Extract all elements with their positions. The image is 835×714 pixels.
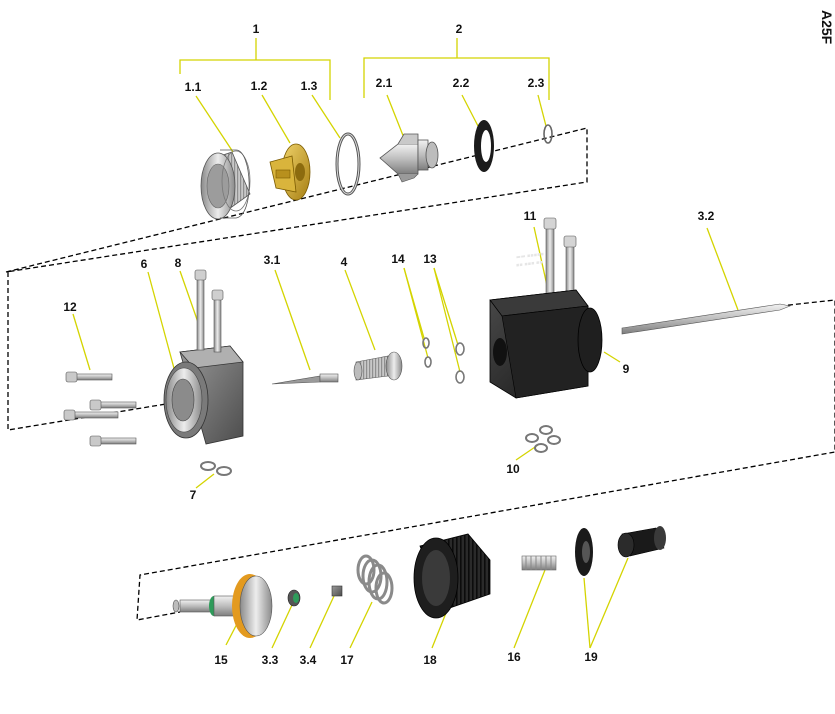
label-17: 17 xyxy=(340,653,354,667)
part-3-4-nut xyxy=(331,585,343,597)
screw xyxy=(89,399,137,411)
part-2-1-nozzle xyxy=(379,133,439,183)
leader-14b xyxy=(403,267,429,359)
label-14: 14 xyxy=(391,252,405,266)
label-19: 19 xyxy=(584,650,598,664)
part-19-adjuster xyxy=(575,526,666,576)
part-1-2-air-cap xyxy=(269,143,311,201)
leader-2-1 xyxy=(386,94,405,139)
label-3-1: 3.1 xyxy=(264,253,281,267)
label-11: 11 xyxy=(524,209,537,223)
part-10-washers xyxy=(525,425,561,453)
part-1-1-cap xyxy=(200,149,251,220)
label-3-2: 3.2 xyxy=(698,209,715,223)
part-3-3-seal xyxy=(287,589,301,607)
part-13-seals xyxy=(455,342,465,384)
part-16-spring xyxy=(521,555,557,571)
leader-1-3 xyxy=(311,94,341,139)
label-10: 10 xyxy=(506,462,520,476)
label-2-2: 2.2 xyxy=(453,76,470,90)
bracket-1 xyxy=(179,38,331,100)
leader-3-2 xyxy=(706,227,739,311)
part-2-3-ring xyxy=(543,124,553,144)
bracket-2 xyxy=(363,38,550,100)
label-12: 12 xyxy=(63,300,77,314)
leader-3-1 xyxy=(274,269,311,371)
leader-2-3 xyxy=(537,94,547,127)
label-2-3: 2.3 xyxy=(528,76,545,90)
label-3-3: 3.3 xyxy=(262,653,279,667)
leader-1-1 xyxy=(195,95,234,153)
label-2: 2 xyxy=(456,22,463,36)
leader-7 xyxy=(195,473,215,489)
part-3-1-needle xyxy=(271,373,339,385)
labels: A25F 1 2 1.1 1.2 1.3 2.1 2.2 2.3 6 8 3.1… xyxy=(63,10,835,667)
label-7: 7 xyxy=(190,488,197,502)
leader-1-2 xyxy=(261,94,291,144)
part-4-seat xyxy=(353,351,403,381)
label-15: 15 xyxy=(214,653,228,667)
part-7-washers xyxy=(200,461,232,476)
label-1-3: 1.3 xyxy=(301,79,318,93)
leader-12 xyxy=(72,313,91,371)
label-6: 6 xyxy=(141,257,148,271)
leader-6 xyxy=(147,271,176,373)
part-2-2-gasket xyxy=(474,120,494,172)
leader-16 xyxy=(513,569,546,649)
body-plate-text: ▪▪ ▪▪▪ ▪▪ xyxy=(516,259,543,268)
leader-13b xyxy=(433,267,461,373)
middle-axis-right-dashed xyxy=(136,299,835,621)
label-8: 8 xyxy=(175,256,182,270)
bracket-group-2 xyxy=(363,38,550,100)
leader-11 xyxy=(533,226,549,291)
part-17-spring xyxy=(356,554,394,605)
part-12-screws xyxy=(63,371,137,447)
label-1-2: 1.2 xyxy=(251,79,268,93)
leader-8 xyxy=(179,270,201,329)
label-13: 13 xyxy=(423,252,437,266)
screw xyxy=(63,409,119,421)
part-18-knurled-nut xyxy=(413,533,491,619)
screw xyxy=(65,371,113,383)
leader-3-4 xyxy=(309,595,335,649)
label-2-1: 2.1 xyxy=(376,76,393,90)
leader-17 xyxy=(349,601,373,649)
part-3-2-rod xyxy=(621,303,792,335)
label-1-1: 1.1 xyxy=(185,80,202,94)
part-1-3-oring xyxy=(335,132,361,196)
part-8-bolts xyxy=(194,269,224,353)
leader-13a xyxy=(433,267,459,346)
body-plate-text: ▬▬ ▪▪▪▪▪ xyxy=(516,251,544,260)
label-16: 16 xyxy=(507,650,521,664)
model-code-label: A25F xyxy=(819,10,835,45)
leader-4 xyxy=(344,269,376,351)
label-4: 4 xyxy=(341,255,348,269)
part-9-body-right: ▬▬ ▪▪▪▪▪ ▪▪ ▪▪▪ ▪▪ xyxy=(489,251,603,399)
bracket-group-1 xyxy=(179,38,331,100)
leader-19a xyxy=(583,577,591,649)
leader-19b xyxy=(589,557,629,649)
label-3-4: 3.4 xyxy=(300,653,317,667)
part-6-body-left xyxy=(163,345,244,445)
leader-3-3 xyxy=(271,604,293,649)
leader-9 xyxy=(603,351,621,363)
screw xyxy=(89,435,137,447)
label-1: 1 xyxy=(253,22,260,36)
label-9: 9 xyxy=(623,362,630,376)
label-18: 18 xyxy=(423,653,437,667)
part-15-piston xyxy=(172,574,273,638)
leader-2-2 xyxy=(461,94,479,127)
part-14-seals xyxy=(422,337,432,368)
middle-axis-dashed xyxy=(7,272,167,431)
